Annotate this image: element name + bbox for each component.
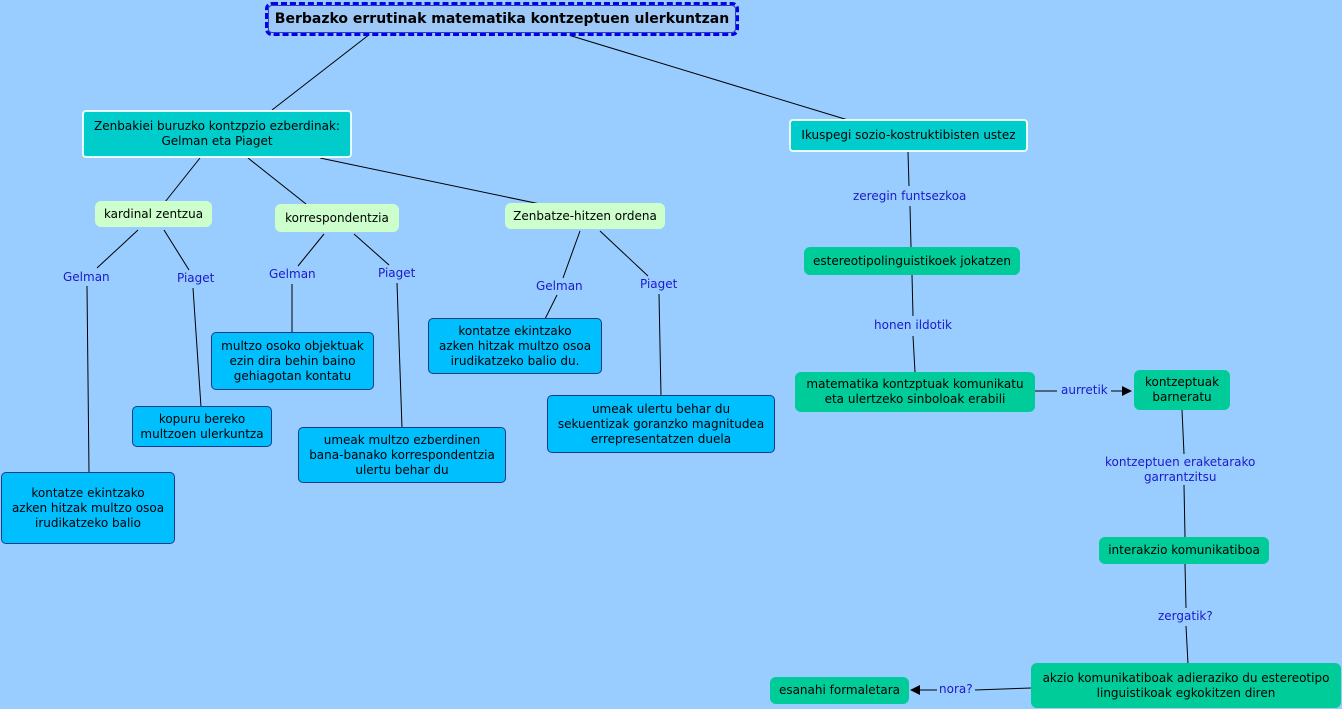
link-left-kardinal (164, 157, 201, 203)
estereotipo-node[interactable]: estereotipolinguistikoek jokatzen (804, 247, 1020, 275)
gelman-label-3: Gelman (534, 279, 585, 294)
link-zergatik-akzio (1185, 625, 1189, 665)
kardinal-piaget-box[interactable]: kopuru bereko multzoen ulerkuntza (132, 406, 272, 447)
link-inter-zergatik (1184, 563, 1187, 609)
zenbatze-node[interactable]: Zenbatze-hitzen ordena (505, 203, 665, 229)
piaget-label-1: Piaget (175, 271, 217, 286)
link-title-right (564, 33, 849, 121)
link-kard-gelman (96, 229, 139, 269)
aurretik-label: aurretik (1059, 383, 1110, 398)
link-kard-piaget (163, 229, 190, 271)
nora-label: nora? (937, 682, 975, 697)
piaget-label-3: Piaget (638, 277, 680, 292)
link-korr-piaget (353, 233, 390, 266)
main-title-node[interactable]: Berbazko errutinak matematika kontzeptue… (265, 2, 739, 36)
kardinal-node[interactable]: kardinal zentzua (95, 201, 212, 227)
link-title-left (271, 33, 371, 111)
link-piaget-box1 (192, 287, 202, 408)
zeregin-label: zeregin funtsezkoa (851, 189, 969, 204)
link-left-zenb (319, 157, 541, 205)
gelman-label-1: Gelman (61, 270, 112, 285)
interakzio-node[interactable]: interakzio komunikatiboa (1099, 537, 1269, 564)
gelman-piaget-node[interactable]: Zenbakiei buruzko kontzpzio ezberdinak: … (82, 110, 352, 158)
link-ikus-zeregin (907, 151, 910, 187)
link-honen-mate (912, 335, 916, 373)
zenb-piaget-box[interactable]: umeak ulertu behar du sekuentizak goranz… (547, 395, 775, 453)
piaget-label-2: Piaget (376, 266, 418, 281)
link-kontzeptuen-inter (1183, 484, 1186, 538)
gelman-label-2: Gelman (267, 267, 318, 282)
link-piaget-box2 (396, 282, 403, 429)
korr-piaget-box[interactable]: umeak multzo ezberdinen bana-banako korr… (298, 427, 506, 483)
matematika-node[interactable]: matematika kontzptuak komunikatu eta ule… (795, 372, 1035, 412)
link-gelman-box3 (544, 294, 558, 320)
honen-label: honen ildotik (872, 318, 954, 333)
korrespondentzia-node[interactable]: korrespondentzia (275, 204, 399, 232)
link-zenb-gelman (562, 230, 581, 279)
link-zeregin-estereo (909, 205, 912, 248)
link-left-korr (247, 157, 307, 205)
link-zenb-piaget (599, 230, 649, 277)
kardinal-gelman-box[interactable]: kontatze ekintzako azken hitzak multzo o… (1, 472, 175, 544)
ikuspegi-node[interactable]: Ikuspegi sozio-kostruktibisten ustez (789, 119, 1028, 152)
korr-gelman-box[interactable]: multzo osoko objektuak ezin dira behin b… (211, 332, 374, 390)
link-korr-gelman (297, 233, 325, 267)
link-estereo-honen (911, 274, 914, 317)
zenb-gelman-box[interactable]: kontatze ekintzako azken hitzak multzo o… (428, 318, 602, 374)
link-kontz-kontzeptuen (1181, 409, 1185, 455)
kontzeptuen-label: kontzeptuen eraketarako garrantzitsu (1103, 455, 1258, 485)
link-akzio-nora (974, 687, 1032, 691)
esanahi-node[interactable]: esanahi formaletara (770, 677, 909, 704)
akzio-node[interactable]: akzio komunikatiboak adieraziko du ester… (1031, 663, 1341, 708)
link-gelman-box1 (86, 285, 90, 474)
zergatik-label: zergatik? (1156, 609, 1215, 624)
link-piaget-box3 (658, 293, 662, 397)
kontzeptuak-node[interactable]: kontzeptuak barneratu (1134, 370, 1230, 410)
